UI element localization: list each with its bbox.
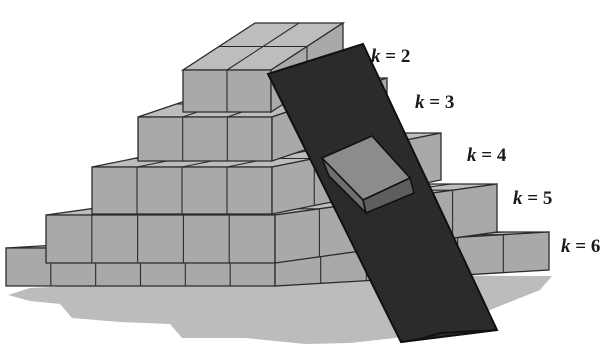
layer-front-face — [46, 215, 275, 263]
label-k-6: k = 6 — [561, 236, 600, 257]
layer-front-face — [138, 117, 272, 161]
label-k-2: k = 2 — [371, 46, 410, 67]
label-k-3: k = 3 — [415, 92, 454, 113]
label-k-5: k = 5 — [513, 188, 552, 209]
label-k-4: k = 4 — [467, 145, 507, 166]
